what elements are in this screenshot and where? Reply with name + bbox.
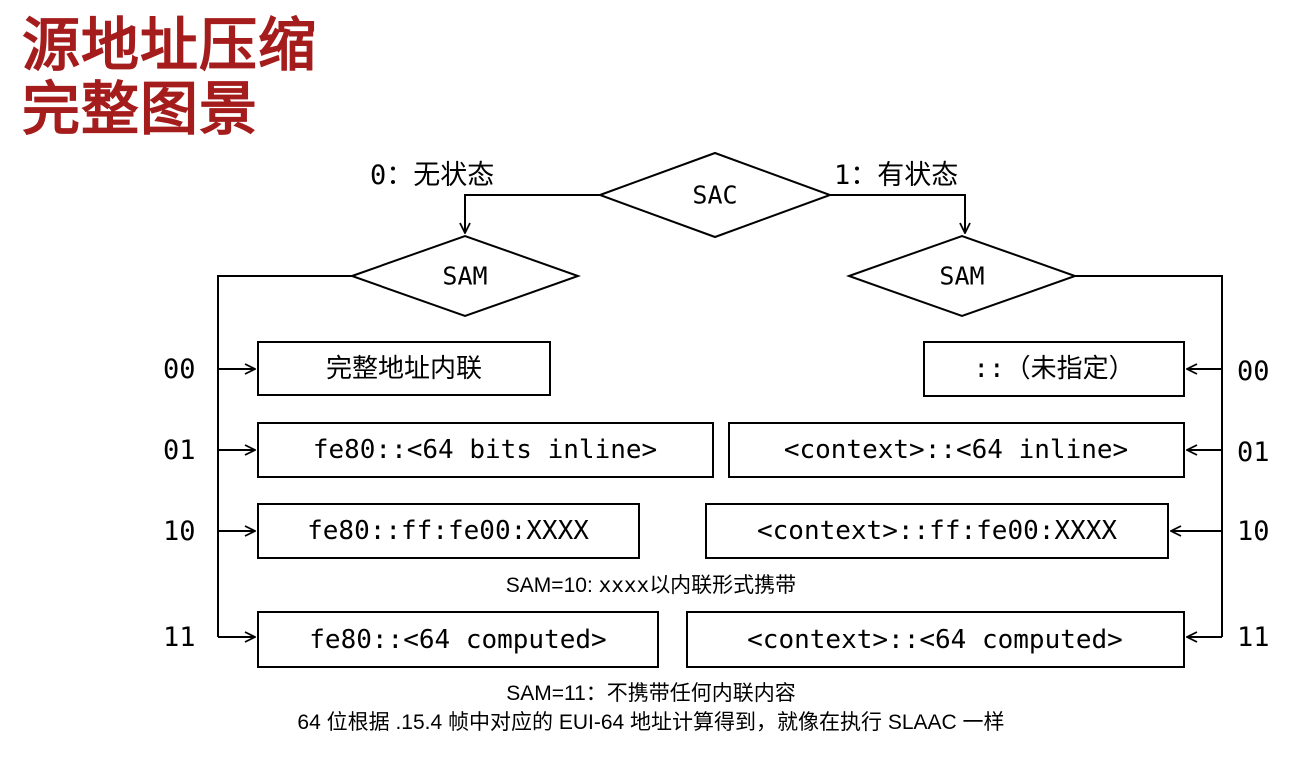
right-box-10: [705, 503, 1169, 559]
left-code-00: 00: [163, 354, 196, 385]
right-code-01: 01: [1237, 437, 1270, 468]
right-box-01: [728, 422, 1185, 478]
right-branch-label: 1：有状态: [834, 160, 958, 191]
right-text-10: <context>::ff:fe00:XXXX: [757, 516, 1117, 546]
sam10-note-text: 以内联形式携带: [649, 574, 797, 597]
left-box-01: [257, 422, 714, 478]
right-sam-trunk: [1075, 275, 1223, 637]
sam10-note-colon: :: [586, 574, 599, 597]
page-title-line-2: 完整图景: [22, 75, 259, 143]
left-box-00: [257, 341, 551, 396]
right-box-00: [923, 341, 1185, 397]
right-code-10: 10: [1237, 516, 1270, 547]
right-box-11: [686, 611, 1185, 668]
sam10-note-code: xxxx: [598, 573, 650, 597]
left-sam-label: SAM: [442, 262, 487, 291]
left-text-00: 完整地址内联: [326, 354, 482, 384]
left-box-11: [257, 611, 659, 668]
sam11-note-line-2: 64 位根据 .15.4 帧中对应的 EUI-64 地址计算得到，就像在执行 S…: [297, 711, 1005, 734]
left-code-01: 01: [163, 435, 196, 466]
left-branch-label: 0：无状态: [370, 160, 494, 191]
right-branch-connector: [830, 194, 965, 233]
right-text-11: <context>::<64 computed>: [747, 625, 1123, 655]
sam11-note-line-1: SAM=11：不携带任何内联内容: [506, 682, 796, 705]
sac-label: SAC: [692, 181, 737, 210]
right-text-01: <context>::<64 inline>: [784, 435, 1128, 465]
left-text-10: fe80::ff:fe00:XXXX: [307, 516, 589, 546]
right-code-00: 00: [1237, 356, 1270, 387]
sam10-note-label: SAM=10: [505, 574, 587, 597]
sam10-note: SAM=10: xxxx以内联形式携带: [0, 569, 1302, 599]
left-branch-connector: [465, 194, 600, 233]
left-box-10: [257, 503, 640, 559]
left-code-10: 10: [163, 516, 196, 547]
left-text-11: fe80::<64 computed>: [309, 625, 606, 655]
right-code-11: 11: [1237, 622, 1270, 653]
left-text-01: fe80::<64 bits inline>: [313, 435, 657, 465]
page-title-line-1: 源地址压缩: [22, 11, 318, 79]
left-code-11: 11: [163, 622, 196, 653]
left-sam-trunk: [217, 275, 352, 637]
right-sam-label: SAM: [939, 262, 984, 291]
left-sam-diamond: [349, 234, 581, 318]
right-text-00: ::（未指定）: [973, 354, 1134, 384]
